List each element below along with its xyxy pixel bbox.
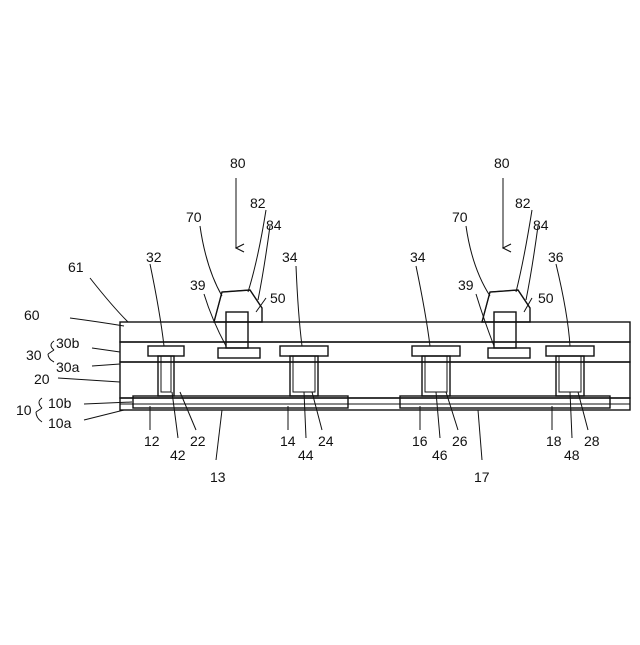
via-26	[412, 346, 460, 396]
bump-80-right	[482, 290, 530, 348]
label-17: 17	[474, 469, 490, 485]
reference-labels: 80 80 70 82 84 70 82 84 61 32 34 34 36 3…	[16, 155, 600, 485]
label-20: 20	[34, 371, 50, 387]
label-60: 60	[24, 307, 40, 323]
label-50-right: 50	[538, 290, 554, 306]
label-30b: 30b	[56, 335, 80, 351]
label-13: 13	[210, 469, 226, 485]
label-30a: 30a	[56, 359, 80, 375]
pad-39-right	[488, 348, 530, 358]
label-10: 10	[16, 402, 32, 418]
label-84-right: 84	[533, 217, 549, 233]
label-61: 61	[68, 259, 84, 275]
label-42: 42	[170, 447, 186, 463]
label-46: 46	[432, 447, 448, 463]
label-70-right: 70	[452, 209, 468, 225]
label-80-left: 80	[230, 155, 246, 171]
label-82-left: 82	[250, 195, 266, 211]
label-32: 32	[146, 249, 162, 265]
leader-lines	[36, 178, 588, 460]
label-34-right: 34	[410, 249, 426, 265]
label-80-right: 80	[494, 155, 510, 171]
label-10b: 10b	[48, 395, 72, 411]
label-22: 22	[190, 433, 206, 449]
label-24: 24	[318, 433, 334, 449]
label-39-right: 39	[458, 277, 474, 293]
label-48: 48	[564, 447, 580, 463]
label-50-left: 50	[270, 290, 286, 306]
bump-80-left	[214, 290, 262, 348]
label-26: 26	[452, 433, 468, 449]
layer-20	[120, 362, 630, 398]
layer-30	[120, 342, 630, 362]
label-44: 44	[298, 447, 314, 463]
label-16: 16	[412, 433, 428, 449]
label-30: 30	[26, 347, 42, 363]
via-28	[546, 346, 594, 396]
via-24	[280, 346, 328, 396]
label-70-left: 70	[186, 209, 202, 225]
label-12: 12	[144, 433, 160, 449]
label-84-left: 84	[266, 217, 282, 233]
pad-39-left	[218, 348, 260, 358]
label-36: 36	[548, 249, 564, 265]
via-22	[148, 346, 184, 396]
label-10a: 10a	[48, 415, 72, 431]
label-82-right: 82	[515, 195, 531, 211]
label-34-left: 34	[282, 249, 298, 265]
label-14: 14	[280, 433, 296, 449]
layer-60	[120, 322, 630, 342]
label-39-left: 39	[190, 277, 206, 293]
label-18: 18	[546, 433, 562, 449]
label-28: 28	[584, 433, 600, 449]
